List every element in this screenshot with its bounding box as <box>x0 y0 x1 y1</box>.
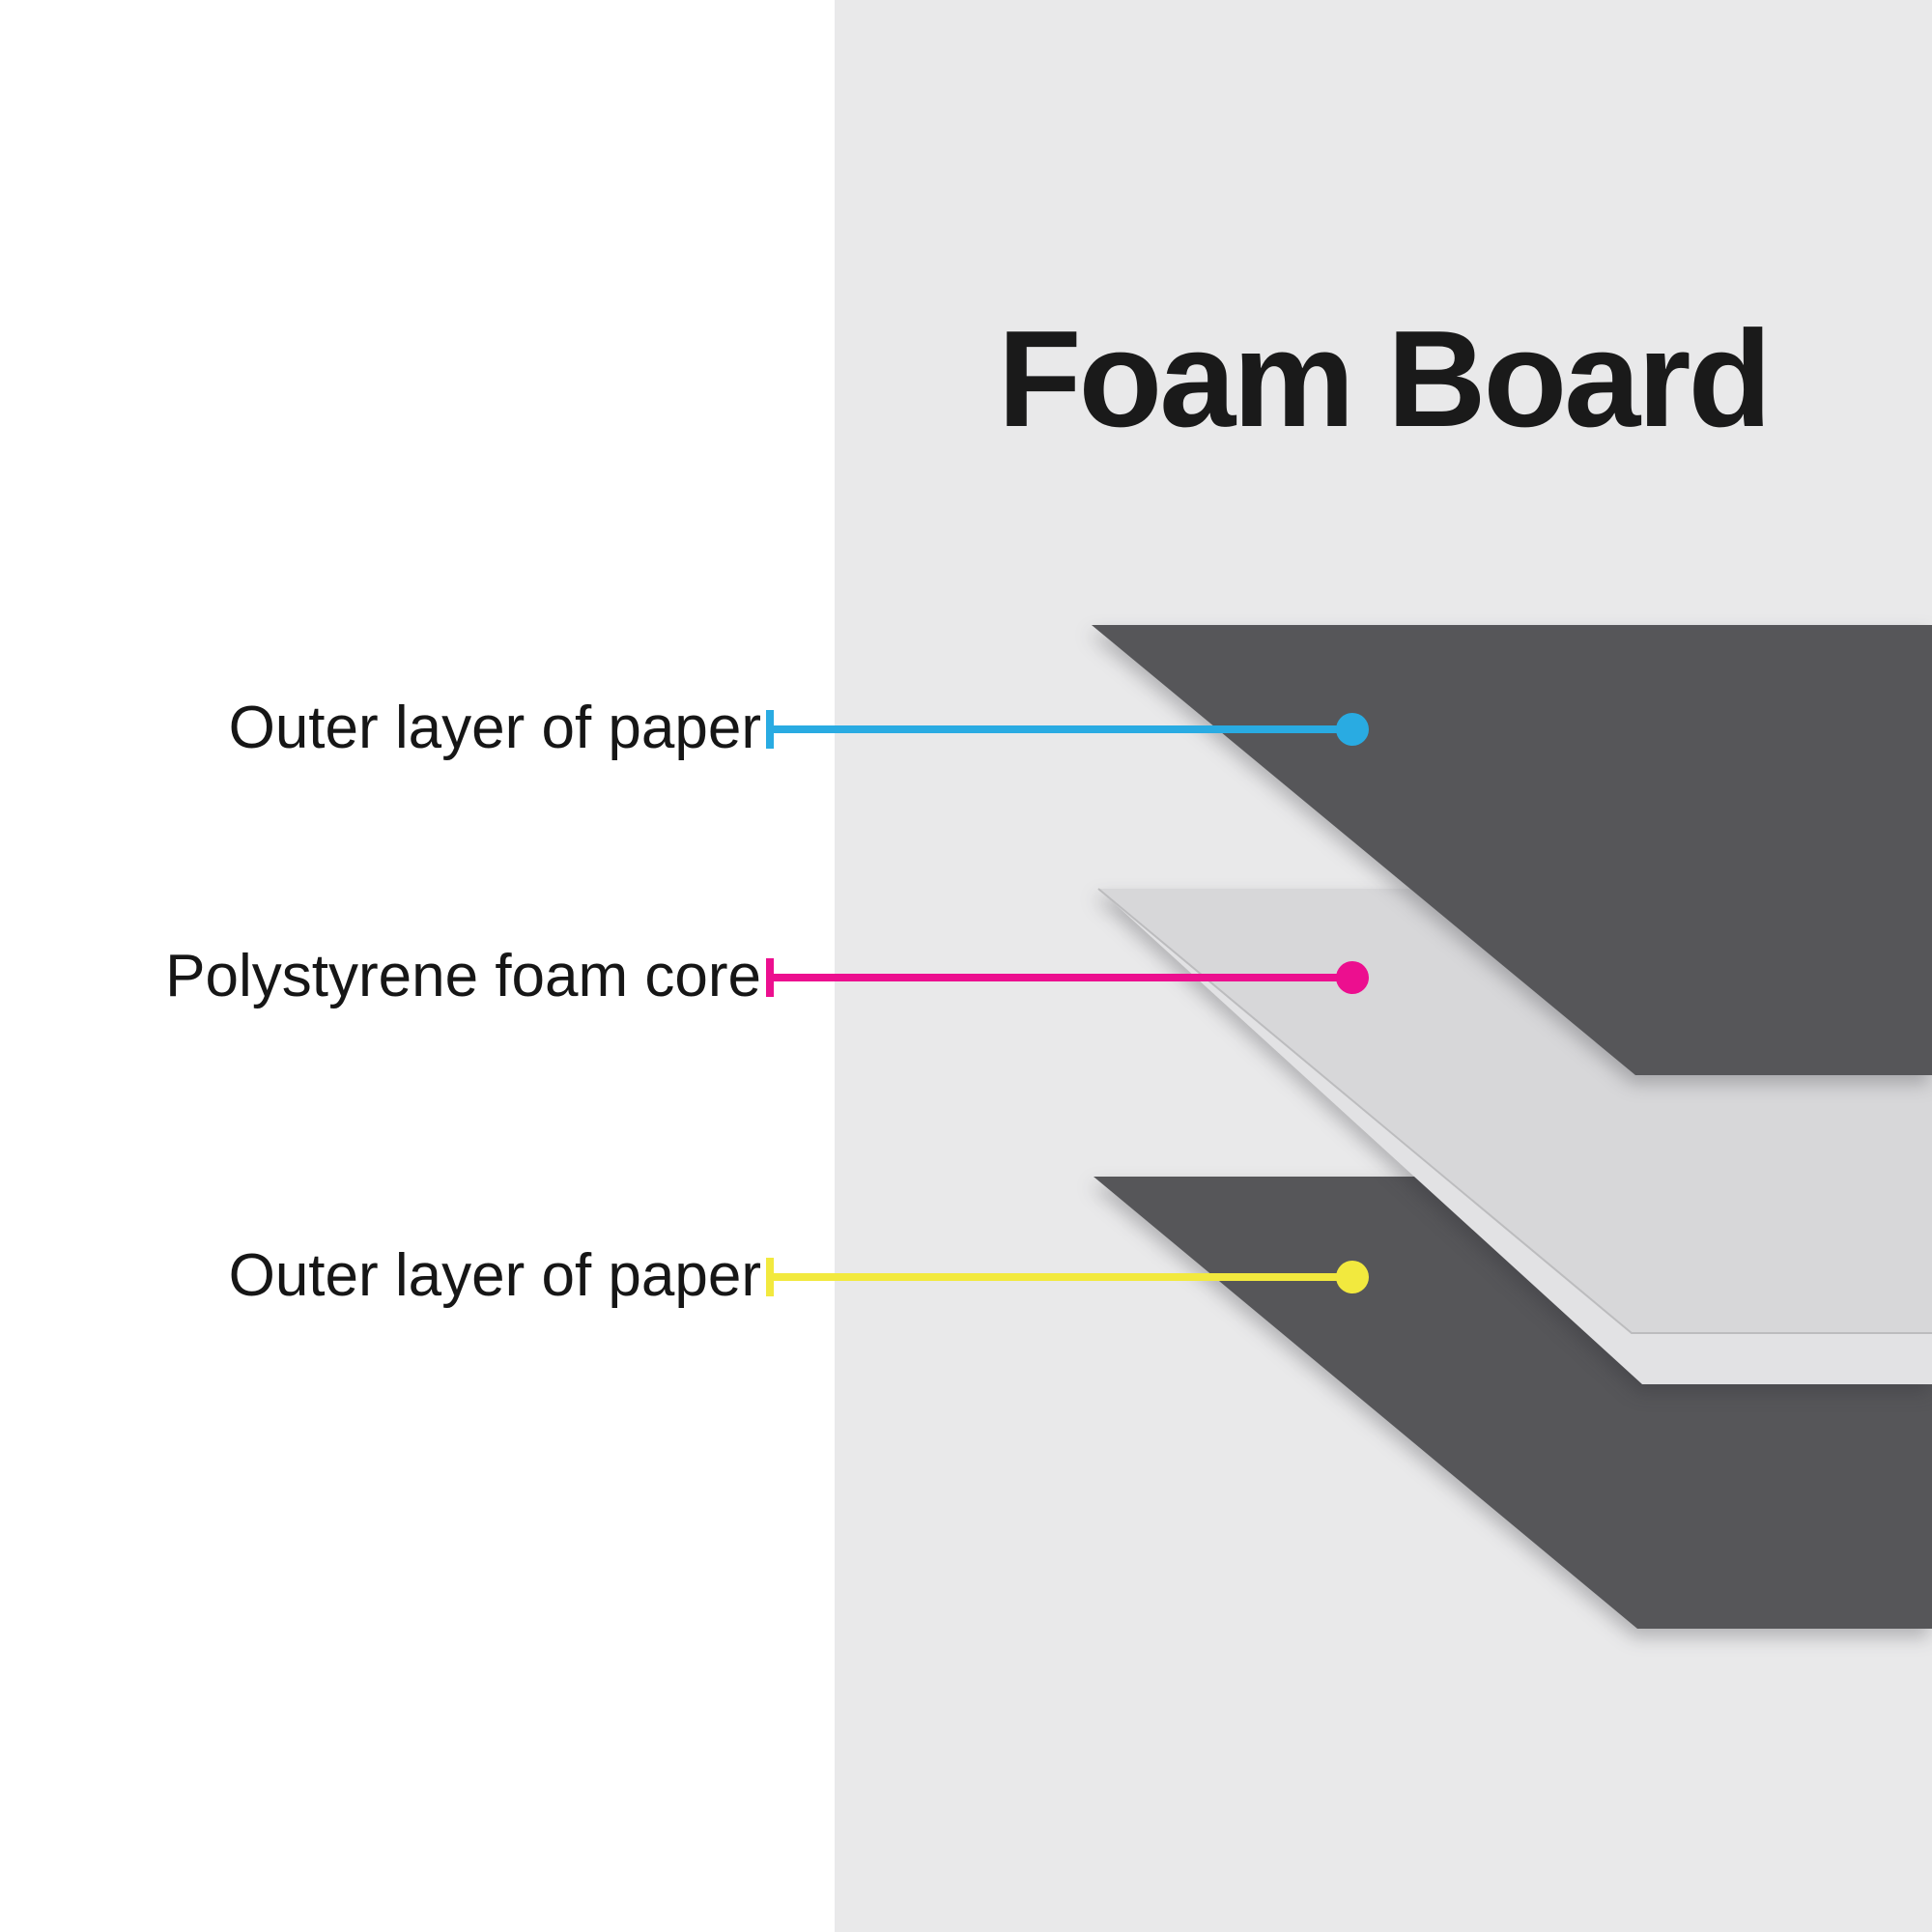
callout-dot <box>1336 961 1369 994</box>
layer-top-outer-paper <box>1092 625 1932 1075</box>
callout-foam-core <box>766 958 1369 997</box>
callout-top-outer-paper <box>766 710 1369 749</box>
callout-dot <box>1336 713 1369 746</box>
page-title: Foam Board <box>997 302 1772 456</box>
callout-line <box>769 1273 1356 1281</box>
label-bottom-outer-paper: Outer layer of paper <box>228 1241 761 1309</box>
callout-dot <box>1336 1261 1369 1293</box>
top-paper-shape <box>1092 625 1932 1075</box>
label-foam-core: Polystyrene foam core <box>165 942 761 1009</box>
label-top-outer-paper: Outer layer of paper <box>228 694 761 761</box>
callout-line <box>769 725 1356 733</box>
foam-core-edge-seam <box>1097 888 1932 1334</box>
callout-bottom-outer-paper <box>766 1258 1369 1296</box>
callout-line <box>769 974 1356 981</box>
